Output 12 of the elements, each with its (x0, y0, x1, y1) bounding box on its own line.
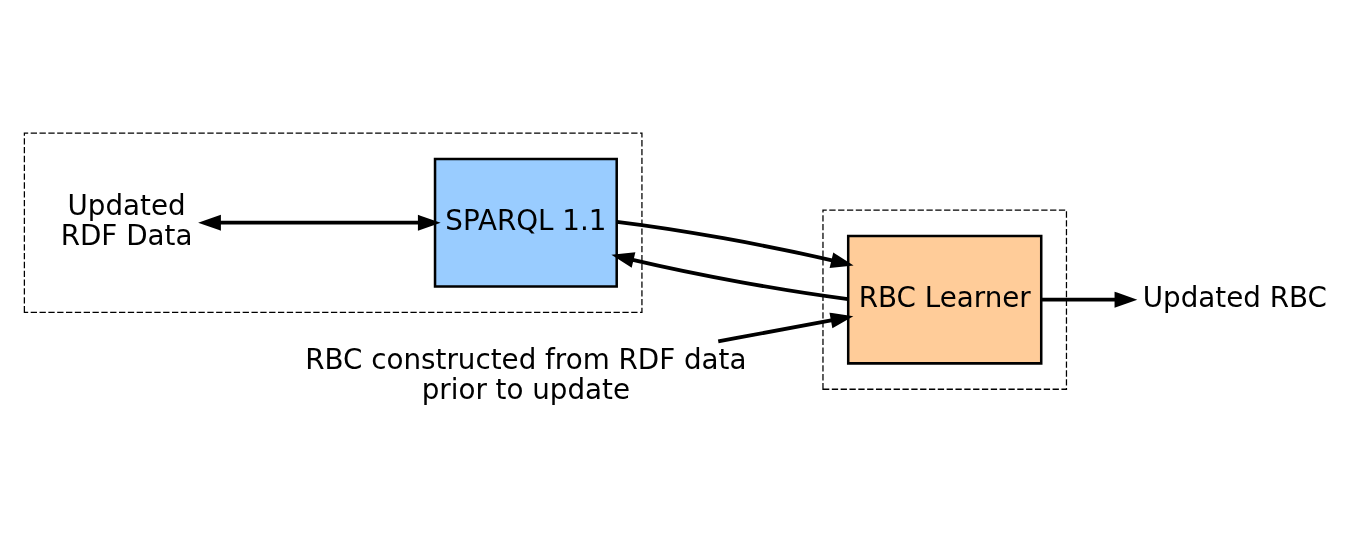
arrow (198, 214, 441, 231)
node-text: Updated RDF Data (60, 188, 193, 252)
node-text: Updated RBC (1142, 280, 1327, 314)
node-box: RBC Learner (846, 234, 1043, 365)
node-box: SPARQL 1.1 (433, 157, 618, 288)
arrow (611, 252, 849, 301)
cluster (23, 132, 643, 313)
cluster (822, 209, 1068, 390)
node-text: RBC constructed from RDF data prior to update (305, 342, 747, 406)
arrow (1041, 291, 1138, 308)
arrow (616, 219, 854, 268)
arrow (717, 312, 854, 344)
